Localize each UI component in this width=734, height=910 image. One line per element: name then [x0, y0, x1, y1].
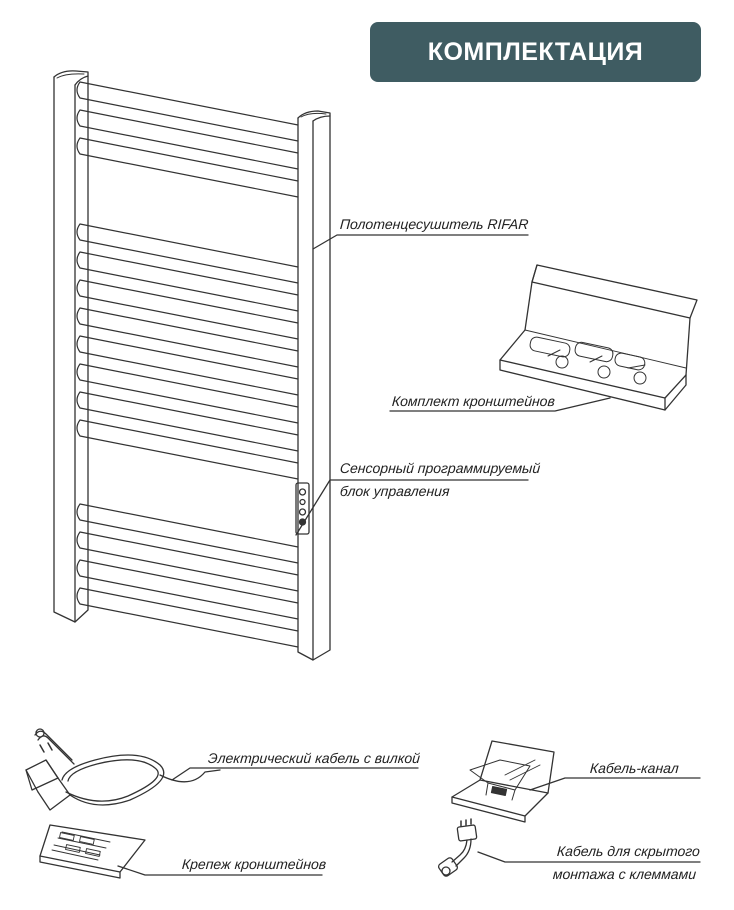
towel-bar — [76, 559, 299, 620]
control-unit-panel — [295, 482, 310, 535]
mode-icon — [299, 498, 306, 506]
label-power-cable: Электрический кабель с вилкой — [207, 750, 421, 766]
page-title: КОМПЛЕКТАЦИЯ — [427, 37, 644, 66]
towel-dryer-drawing — [53, 70, 331, 661]
towel-bar — [76, 109, 299, 170]
towel-bar — [76, 503, 299, 564]
label-control-unit-line2: блок управления — [339, 483, 451, 499]
towel-bar — [76, 531, 299, 592]
hidden-cable-drawing — [437, 818, 478, 877]
towel-bar — [76, 335, 299, 396]
towel-bar — [76, 81, 299, 142]
label-control-unit-line1: Сенсорный программируемый — [339, 460, 541, 476]
bracket-fasteners-drawing — [39, 824, 146, 879]
towel-bar — [76, 137, 299, 198]
label-bracket-fasteners: Крепеж кронштейнов — [181, 856, 327, 872]
cable-channel-drawing — [451, 740, 555, 823]
towel-bar — [76, 587, 299, 648]
label-bracket-kit: Комплект кронштейнов — [391, 393, 556, 409]
bracket-kit-box-drawing — [499, 264, 698, 411]
timer-icon — [298, 508, 307, 516]
towel-bar — [76, 251, 299, 312]
label-hidden-cable-line2: монтажа с клеммами — [552, 866, 697, 882]
label-towel-dryer: Полотенцесушитель RIFAR — [339, 216, 529, 232]
label-cable-channel: Кабель-канал — [589, 760, 680, 776]
title-badge: КОМПЛЕКТАЦИЯ — [370, 22, 701, 82]
power-cable-drawing — [25, 728, 221, 811]
towel-bar — [76, 223, 299, 284]
towel-bar — [76, 363, 299, 424]
power-icon — [298, 488, 307, 496]
towel-bar — [76, 419, 299, 480]
label-hidden-cable-line1: Кабель для скрытого — [556, 843, 701, 859]
towel-bar — [76, 279, 299, 340]
towel-bar — [76, 391, 299, 452]
towel-bar — [76, 307, 299, 368]
